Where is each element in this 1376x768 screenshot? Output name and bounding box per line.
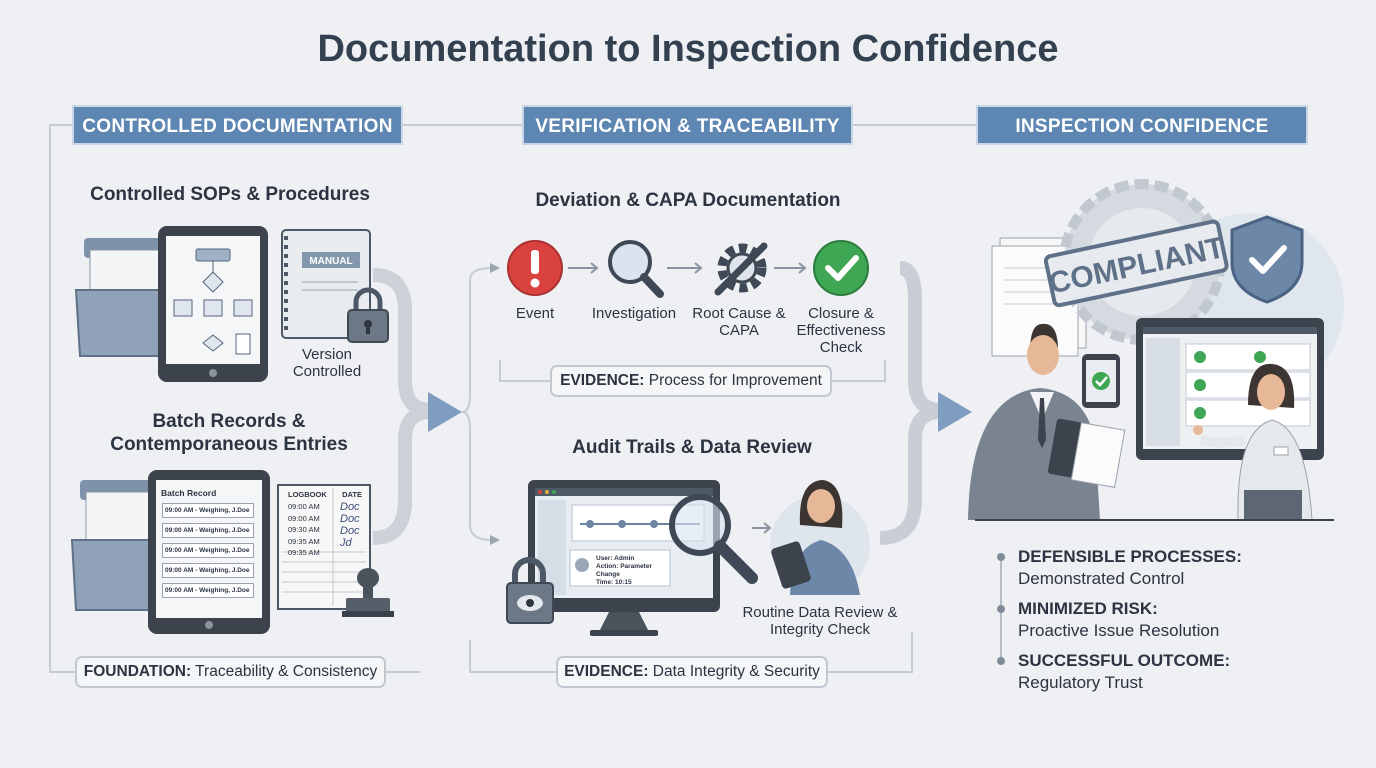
batch-title: Batch Records & Contemporaneous Entries (110, 411, 348, 455)
audit-time: Time: 10:15 (596, 579, 632, 586)
arrow-to-verification (428, 392, 462, 432)
arrow-head (490, 263, 500, 273)
batch-entry: 09:00 AM - Weighing, J.Doe (162, 563, 254, 578)
header-verification-traceability: VERIFICATION & TRACEABILITY (522, 105, 853, 145)
sops-title: Controlled SOPs & Procedures (90, 184, 370, 205)
logbook-time: 09:35 AM (288, 548, 320, 557)
outcome-bullet (997, 605, 1005, 613)
magnifier-icon (608, 240, 664, 298)
svg-text:Doc: Doc (340, 501, 360, 513)
date-col-header: DATE (342, 490, 362, 499)
frame-lines (49, 124, 976, 673)
inspector-person-icon (968, 323, 1126, 520)
batch-entry: 09:00 AM - Weighing, J.Doe (162, 523, 254, 538)
batch-record-header: Batch Record (161, 488, 217, 498)
evidence-process-pill: EVIDENCE: Process for Improvement (550, 365, 832, 397)
header-inspection-confidence: INSPECTION CONFIDENCE (976, 105, 1308, 145)
gear-wrench-icon (714, 242, 768, 296)
manual-label: MANUAL (309, 256, 352, 267)
arrow-head (490, 535, 500, 545)
checkmark-icon (813, 240, 869, 296)
step-event-label: Event (515, 305, 555, 322)
step-arrows (568, 262, 807, 274)
flow-connectors-right (879, 261, 941, 545)
audit-action: Action: Parameter Change (596, 563, 652, 578)
flow-connectors-left (372, 268, 431, 545)
deviation-title: Deviation & CAPA Documentation (535, 190, 841, 211)
outcome-title: MINIMIZED RISK: (1018, 599, 1158, 618)
step-root-cause-label: Root Cause & CAPA (692, 305, 786, 339)
evidence-value: Data Integrity & Security (652, 663, 820, 680)
person-icon (770, 480, 870, 595)
flow-connectors-mid (461, 267, 913, 673)
dashboard-monitor-icon (1136, 318, 1324, 460)
logbook-time: 09:00 AM (288, 513, 320, 523)
version-controlled-label: Version Controlled (292, 346, 362, 380)
logbook-time: 09:30 AM (288, 525, 320, 534)
outcome-bullet (997, 553, 1005, 561)
logbook-times: 09:00 AM 09:00 AM 09:30 AM 09:35 AM 09:35 AM (282, 501, 368, 559)
svg-text:Doc: Doc (340, 513, 360, 525)
tablet-icon (158, 226, 268, 382)
outcome-desc: Regulatory Trust (1018, 673, 1143, 692)
lock-eye-icon (506, 557, 554, 624)
header-controlled-documentation: CONTROLLED DOCUMENTATION (72, 105, 403, 145)
foundation-pill: FOUNDATION: Traceability & Consistency (75, 656, 386, 688)
review-label: Routine Data Review & Integrity Check (742, 604, 898, 638)
evidence-key: EVIDENCE: (564, 663, 649, 680)
page-title: Documentation to Inspection Confidence (317, 28, 1059, 70)
logbook-icon: Doc Doc Doc Jd (277, 484, 371, 610)
magnifier-icon (669, 494, 758, 584)
audit-entry-card: User: Admin Action: Parameter Change Tim… (596, 555, 676, 587)
audit-user: User: Admin (596, 555, 635, 562)
outcome-title: DEFENSIBLE PROCESSES: (1018, 547, 1242, 566)
outcome-title: SUCCESSFUL OUTCOME: (1018, 651, 1231, 670)
step-investigation-label: Investigation (591, 305, 677, 322)
step-closure-label: Closure & Effectiveness Check (796, 305, 886, 356)
audit-title: Audit Trails & Data Review (572, 437, 812, 458)
logbook-time: 09:00 AM (288, 502, 320, 511)
arrow-head (763, 522, 772, 534)
phone-icon (1082, 354, 1120, 408)
folder-icon (74, 238, 171, 357)
evidence-key: EVIDENCE: (560, 372, 645, 389)
foundation-value: Traceability & Consistency (195, 663, 378, 680)
outcome-desc: Demonstrated Control (1018, 569, 1185, 588)
logbook-col-header: LOGBOOK (288, 490, 327, 499)
compliant-stamp-icon: COMPLIANT (1043, 179, 1229, 345)
shield-icon (1230, 215, 1304, 304)
batch-entry-list: 09:00 AM - Weighing, J.Doe 09:00 AM - Wei… (158, 503, 260, 598)
foundation-key: FOUNDATION: (83, 663, 192, 680)
logbook-time: 09:35 AM (288, 536, 320, 546)
outcome-desc: Proactive Issue Resolution (1018, 621, 1220, 640)
arrow-to-inspection (938, 392, 972, 432)
batch-entry: 09:00 AM - Weighing, J.Doe (162, 543, 254, 558)
auditee-person-icon (1193, 363, 1313, 521)
svg-text:Jd: Jd (339, 537, 353, 549)
evidence-value: Process for Improvement (648, 372, 822, 389)
batch-entry: 09:00 AM - Weighing, J.Doe (162, 503, 254, 518)
stamp-icon (342, 568, 394, 617)
evidence-data-pill: EVIDENCE: Data Integrity & Security (556, 656, 828, 688)
manual-icon: MANUAL (281, 229, 371, 339)
batch-entry: 09:00 AM - Weighing, J.Doe (162, 583, 254, 598)
svg-text:Doc: Doc (340, 525, 360, 537)
lock-icon (347, 287, 389, 343)
alert-icon (507, 240, 563, 296)
outcome-bullet (997, 657, 1005, 665)
